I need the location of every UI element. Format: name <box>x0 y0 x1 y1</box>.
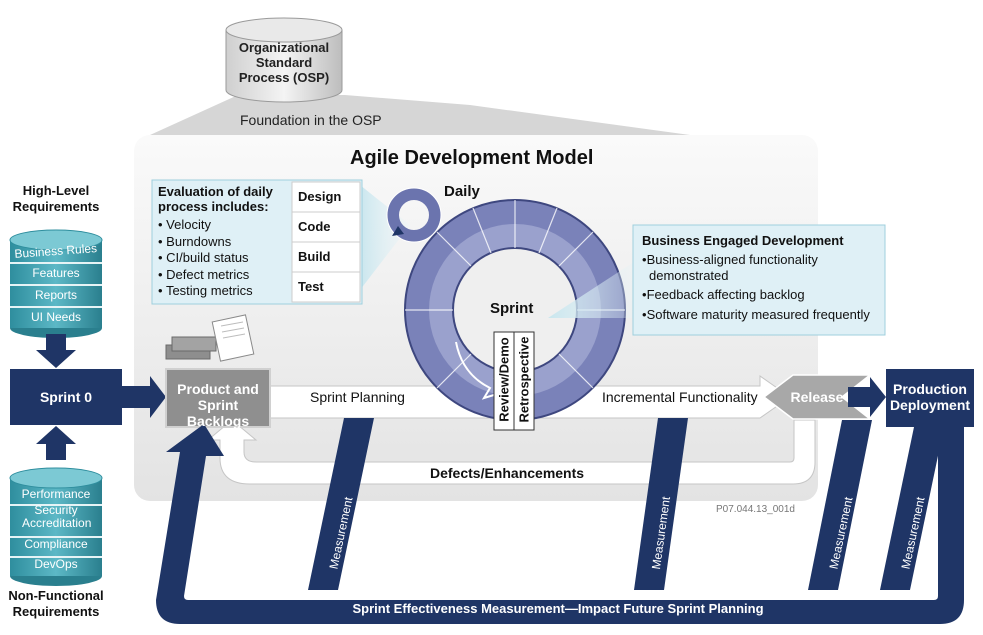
effectiveness-label: Sprint Effectiveness Measurement—Impact … <box>352 601 764 616</box>
business-callout <box>632 224 886 336</box>
step-test: Test <box>298 279 324 294</box>
production-label: Production Deployment <box>886 381 974 413</box>
figure-id: P07.044.13_001d <box>716 504 795 515</box>
non-functional-heading: Non-Functional Requirements <box>4 588 108 620</box>
osp-line-2: Standard <box>255 55 313 70</box>
req-performance: Performance <box>21 487 91 501</box>
backlogs-box <box>165 368 271 428</box>
osp-funnel <box>150 95 690 135</box>
release-arrow <box>848 377 886 417</box>
daily-cycle-ring <box>386 187 442 243</box>
eval-item-text: Burndowns <box>166 233 232 249</box>
evaluation-heading: Evaluation of daily process includes: <box>158 184 273 214</box>
high-level-items: Business Rules Features Reports UI Needs <box>10 241 102 332</box>
step-code: Code <box>298 219 331 234</box>
business-heading: Business Engaged Development <box>642 233 844 248</box>
daily-label: Daily <box>444 183 480 200</box>
high-level-heading-line-1: High-Level <box>22 183 90 198</box>
sprint-cycle-ring <box>404 199 626 421</box>
osp-cylinder <box>225 17 343 103</box>
non-functional-items: Performance Security Accreditation Compl… <box>10 488 102 578</box>
req-reports: Reports <box>34 288 78 302</box>
business-item-text: Feedback affecting backlog <box>646 287 805 302</box>
req-compliance: Compliance <box>24 537 88 551</box>
eval-item-text: Velocity <box>166 217 211 232</box>
business-item-text: Software maturity measured frequently <box>646 307 870 322</box>
eval-item: • Velocity <box>158 217 211 232</box>
evaluation-list: • Velocity • Burndowns • CI/build status… <box>158 217 253 300</box>
foundation-label: Foundation in the OSP <box>240 112 382 128</box>
high-level-arrow <box>36 334 76 368</box>
req-ui-needs: UI Needs <box>30 310 82 324</box>
business-item: •Software maturity measured frequently <box>642 307 870 322</box>
sprint0-label: Sprint 0 <box>39 389 93 405</box>
eval-item: • Testing metrics <box>158 283 253 298</box>
business-item-text: Business-aligned functionality demonstra… <box>646 252 818 283</box>
review-demo-label: Review/Demo <box>496 337 512 422</box>
non-functional-heading-line-2: Requirements <box>12 604 100 619</box>
backlogs-line-1: Product and <box>177 381 259 397</box>
high-level-stack <box>9 229 103 338</box>
defects-label: Defects/Enhancements <box>430 465 585 481</box>
sprint0-box <box>10 369 122 425</box>
retrospective-label: Retrospective <box>516 336 532 423</box>
high-level-heading: High-Level Requirements <box>6 183 106 215</box>
release-label: Release <box>790 389 844 405</box>
backlog-papers <box>165 314 255 362</box>
measurement-bands <box>308 418 944 590</box>
effectiveness-loop <box>156 424 964 624</box>
high-level-heading-line-2: Requirements <box>12 199 100 214</box>
req-business-rules: Business Rules <box>13 241 98 261</box>
eval-item-text: Defect metrics <box>166 266 250 282</box>
step-build: Build <box>298 249 331 264</box>
non-functional-stack <box>9 467 103 586</box>
eval-item: • Defect metrics <box>158 266 250 282</box>
backlogs-label: Product and Sprint Backlogs <box>166 381 270 429</box>
req-features: Features <box>32 266 80 280</box>
backlogs-line-2: Sprint Backlogs <box>186 397 250 429</box>
production-line-1: Production <box>893 381 967 397</box>
eval-item-text: Testing metrics <box>165 283 253 298</box>
production-box <box>886 369 974 427</box>
evaluation-pointer <box>360 185 410 290</box>
eval-item-text: CI/build status <box>166 250 249 265</box>
evaluation-heading-line-1: Evaluation of daily <box>158 184 273 199</box>
osp-label: Organizational Standard Process (OSP) <box>226 40 342 85</box>
evaluation-heading-line-2: process includes: <box>158 199 269 214</box>
osp-line-3: Process (OSP) <box>238 70 330 85</box>
sprint0-arrow <box>122 376 166 418</box>
step-design: Design <box>298 189 342 204</box>
business-item: •Business-aligned functionality demonstr… <box>642 252 818 283</box>
business-pointer <box>548 258 640 318</box>
sprint-label: Sprint <box>490 300 534 317</box>
non-functional-heading-line-1: Non-Functional <box>8 588 104 603</box>
non-functional-arrow <box>36 426 76 460</box>
retrospective-box <box>513 331 535 431</box>
sprint-planning-label: Sprint Planning <box>310 389 405 405</box>
incremental-label: Incremental Functionality <box>602 389 758 405</box>
eval-item: • CI/build status <box>158 250 249 265</box>
req-security: Security Accreditation <box>22 503 92 530</box>
eval-item: • Burndowns <box>158 233 232 249</box>
steps-table <box>291 181 361 303</box>
model-title: Agile Development Model <box>350 147 594 169</box>
osp-line-1: Organizational <box>238 40 330 55</box>
steps-labels: Design Code Build Test <box>298 182 341 302</box>
req-devops: DevOps <box>34 557 78 571</box>
business-list: •Business-aligned functionality demonstr… <box>642 252 882 323</box>
business-item: •Feedback affecting backlog <box>642 287 805 302</box>
production-line-2: Deployment <box>889 397 971 413</box>
